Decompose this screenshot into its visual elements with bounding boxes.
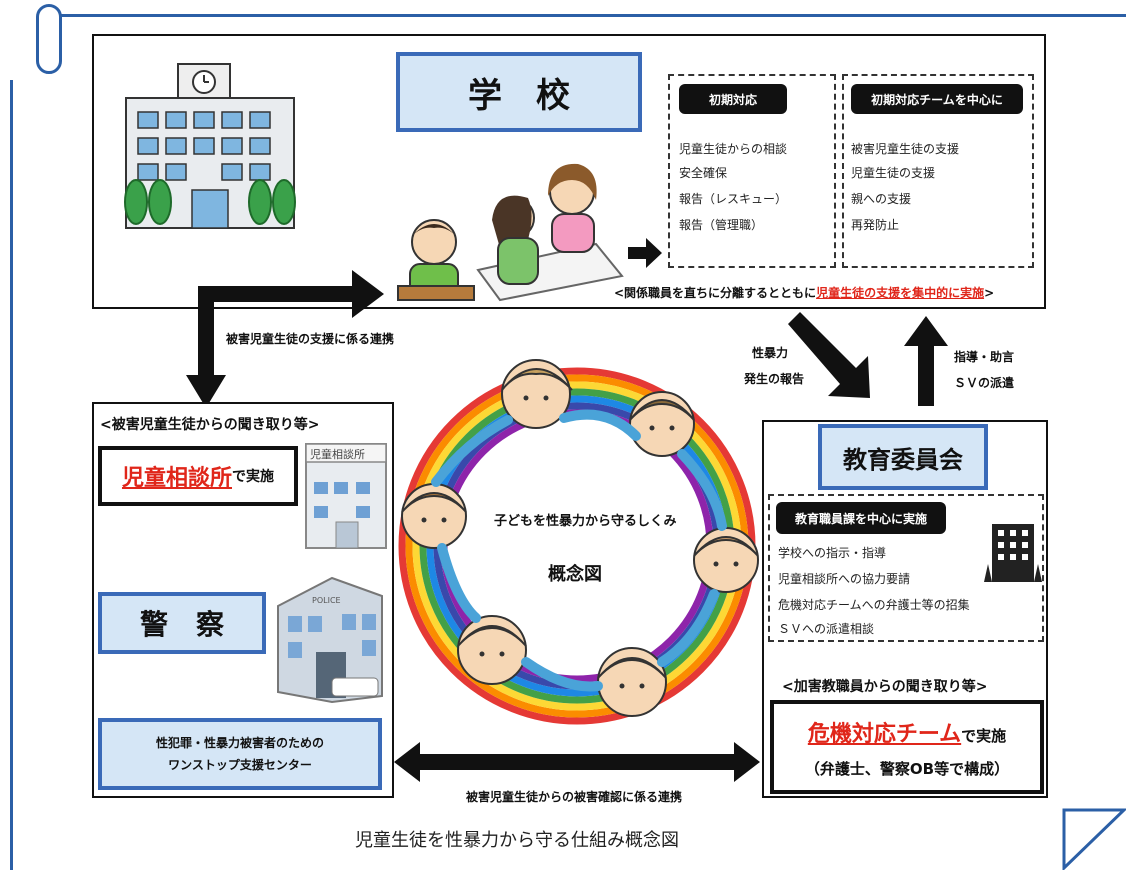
- office-building-icon: [984, 524, 1042, 582]
- one-stop-center-box: 性犯罪・性暴力被害者のための ワンストップ支援センター: [98, 718, 382, 790]
- hearing-title-left: <被害児童生徒からの聞き取り等>: [100, 417, 320, 433]
- diagonal-down-arrow-icon: [788, 312, 870, 398]
- police-station-icon: [277, 576, 383, 704]
- one-stop-line-1: 性犯罪・性暴力被害者のための: [155, 736, 324, 750]
- board-item: 学校への指示・指導: [778, 546, 887, 560]
- school-note: <関係職員を直ちに分離するとともに児童生徒の支援を集中的に実施>: [614, 284, 994, 301]
- response-team-title: 初期対応チームを中心に: [851, 84, 1023, 114]
- school-note-prefix: <関係職員を直ちに分離するとともに: [614, 286, 817, 300]
- one-stop-line-2: ワンストップ支援センター: [168, 758, 312, 772]
- elbow-arrow-icon: [186, 270, 384, 408]
- school-title: 学 校: [396, 52, 642, 132]
- initial-response-title-text: 初期対応: [708, 92, 757, 107]
- board-section-title-text: 教育職員課を中心に実施: [794, 511, 927, 526]
- response-team-item: 親への支援: [851, 192, 912, 206]
- board-title-text: 教育委員会: [843, 445, 963, 474]
- response-team-item: 児童生徒の支援: [851, 166, 936, 180]
- response-team-box: [842, 74, 1034, 268]
- board-item: ＳＶへの派遣相談: [778, 622, 875, 636]
- school-note-highlight: 児童生徒の支援を集中的に実施: [816, 286, 985, 300]
- guidance-label-2: ＳＶの派遣: [954, 376, 1015, 390]
- guidance-label-1: 指導・助言: [954, 350, 1015, 364]
- children-circle-illustration: [401, 359, 759, 717]
- initial-response-item: 安全確保: [679, 166, 728, 180]
- school-building-icon: [124, 63, 296, 229]
- double-arrow-icon: [394, 742, 760, 782]
- police-sign: POLICE: [312, 596, 341, 605]
- response-team-title-text: 初期対応チームを中心に: [871, 92, 1003, 107]
- initial-response-item: 児童生徒からの相談: [679, 142, 788, 156]
- initial-response-box: [668, 74, 836, 268]
- crisis-team-box: 危機対応チームで実施 （弁護士、警察OB等で構成）: [770, 700, 1044, 794]
- hearing-title-right: <加害教職員からの聞き取り等>: [782, 679, 988, 695]
- crisis-team-suffix: で実施: [961, 726, 1007, 745]
- board-section-box: [768, 494, 1044, 642]
- board-item: 児童相談所への協力要請: [778, 572, 911, 586]
- crisis-team-name: 危機対応チーム: [807, 721, 962, 747]
- initial-response-item: 報告（管理職）: [679, 218, 764, 232]
- crisis-team-note: （弁護士、警察OB等で構成）: [804, 759, 1010, 778]
- police-title: 警 察: [98, 592, 266, 654]
- confirm-collab-label: 被害児童生徒からの被害確認に係る連携: [466, 790, 683, 804]
- response-team-item: 被害児童生徒の支援: [851, 142, 960, 156]
- school-title-text: 学 校: [468, 75, 570, 116]
- board-item: 危機対応チームへの弁護士等の招集: [778, 598, 970, 612]
- child-center-building-icon: [305, 443, 387, 549]
- up-arrow-icon: [904, 316, 948, 406]
- consultation-illustration: [397, 163, 624, 302]
- board-title: 教育委員会: [818, 424, 988, 490]
- school-note-suffix: >: [984, 286, 995, 300]
- paper-clip-icon: [36, 4, 62, 74]
- frame-top-line: [60, 14, 1126, 17]
- center-label: 概念図: [548, 564, 602, 585]
- report-label-1: 性暴力: [752, 346, 789, 360]
- child-center-suffix: で実施: [232, 469, 274, 485]
- initial-response-item: 報告（レスキュー）: [679, 192, 788, 206]
- police-title-text: 警 察: [139, 608, 224, 641]
- response-team-item: 再発防止: [851, 218, 900, 232]
- child-center-box: 児童相談所で実施: [98, 446, 298, 506]
- report-label-2: 発生の報告: [744, 372, 805, 386]
- child-center-sign: 児童相談所: [310, 448, 365, 461]
- frame-left-line: [10, 80, 13, 870]
- board-section-title: 教育職員課を中心に実施: [776, 502, 946, 534]
- support-collab-label: 被害児童生徒の支援に係る連携: [226, 332, 395, 346]
- child-center-name: 児童相談所: [121, 466, 232, 491]
- center-subtitle: 子どもを性暴力から守るしくみ: [494, 514, 677, 529]
- figure-caption: 児童生徒を性暴力から守る仕組み概念図: [355, 830, 679, 851]
- page-curl-icon: [1062, 808, 1126, 870]
- initial-response-title: 初期対応: [679, 84, 787, 114]
- small-arrow-right-icon: [628, 238, 662, 268]
